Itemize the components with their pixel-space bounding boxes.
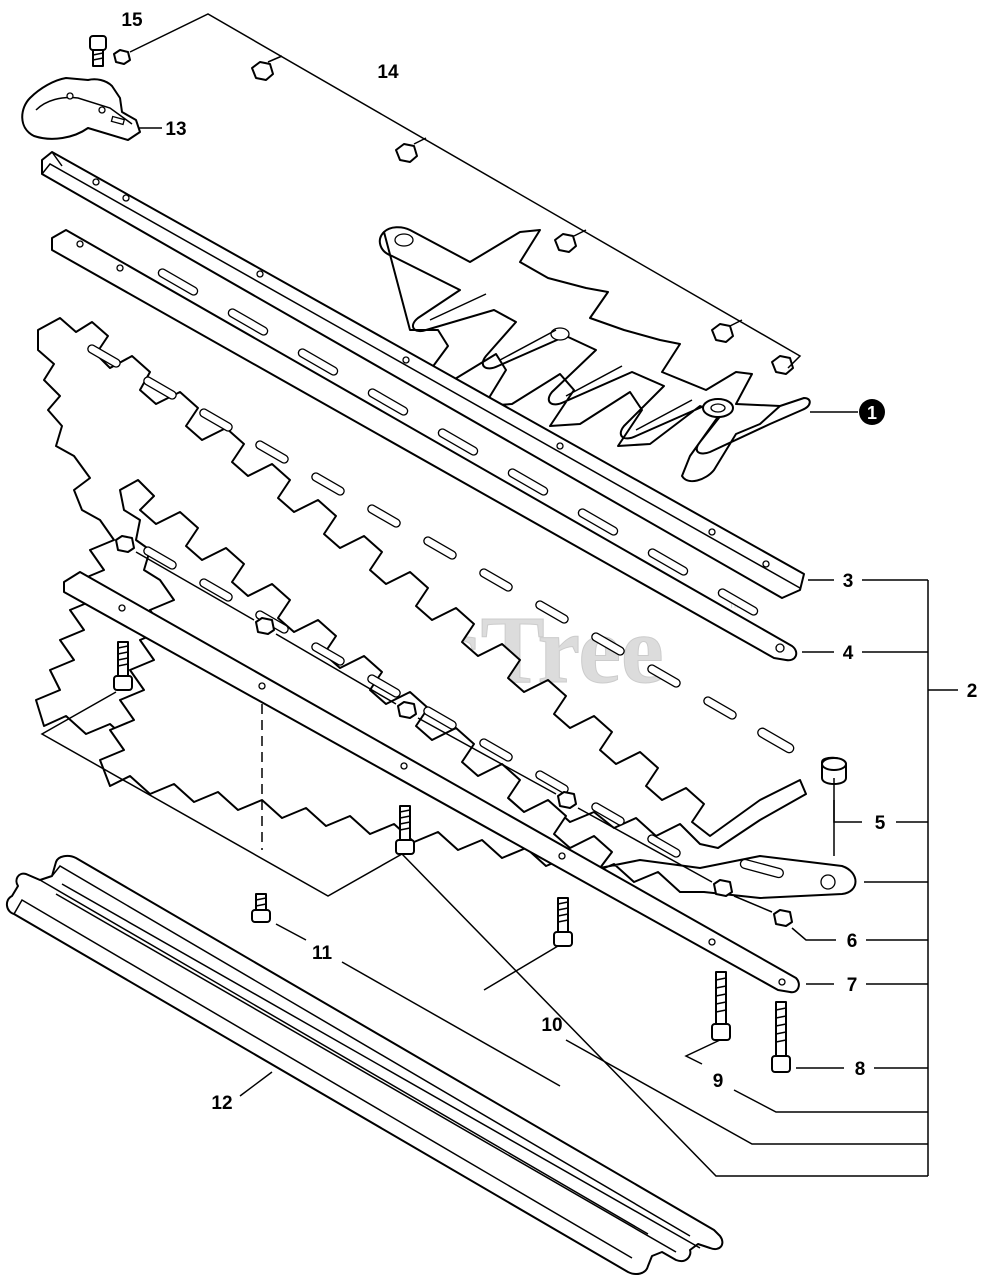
callout-9: 9 bbox=[713, 1071, 724, 1092]
callout-13: 13 bbox=[165, 119, 186, 140]
screw-8 bbox=[771, 1001, 791, 1073]
leader-lines bbox=[40, 13, 958, 1177]
callout-7: 7 bbox=[847, 975, 858, 996]
callout-14: 14 bbox=[377, 62, 399, 83]
callout-15: 15 bbox=[121, 10, 143, 31]
screw-b bbox=[395, 805, 415, 855]
part-12-blade-guard bbox=[6, 854, 724, 1275]
part-15-screw bbox=[89, 35, 107, 67]
part-1-blade-holder bbox=[378, 226, 811, 483]
callouts: 15 14 13 1 3 4 2 5 6 7 8 9 10 11 12 bbox=[121, 10, 977, 1114]
part-14-hex-nuts bbox=[113, 49, 794, 375]
callout-10: 10 bbox=[541, 1015, 562, 1036]
callout-4: 4 bbox=[843, 643, 854, 664]
screw-c bbox=[251, 893, 271, 923]
callout-11: 11 bbox=[312, 943, 333, 964]
callout-8: 8 bbox=[855, 1059, 866, 1080]
screw-9 bbox=[711, 971, 731, 1041]
part-13-cover-plate bbox=[21, 77, 141, 141]
screw-d bbox=[553, 897, 573, 947]
screw-a bbox=[113, 641, 133, 691]
callout-12: 12 bbox=[211, 1093, 232, 1114]
marker-1-disc bbox=[859, 399, 885, 425]
screws bbox=[113, 641, 791, 1073]
part-7-flat-bar-lower bbox=[63, 571, 800, 994]
part-6-sliding-blocks bbox=[115, 535, 793, 927]
callout-5: 5 bbox=[875, 813, 886, 834]
callout-3: 3 bbox=[843, 571, 854, 592]
marker-1: 1 bbox=[859, 399, 885, 425]
callout-2: 2 bbox=[967, 681, 978, 702]
callout-6: 6 bbox=[847, 931, 858, 952]
marker-1-label: 1 bbox=[867, 403, 877, 423]
part-3-rail bbox=[41, 151, 805, 599]
part-4-flat-bar bbox=[51, 229, 798, 662]
